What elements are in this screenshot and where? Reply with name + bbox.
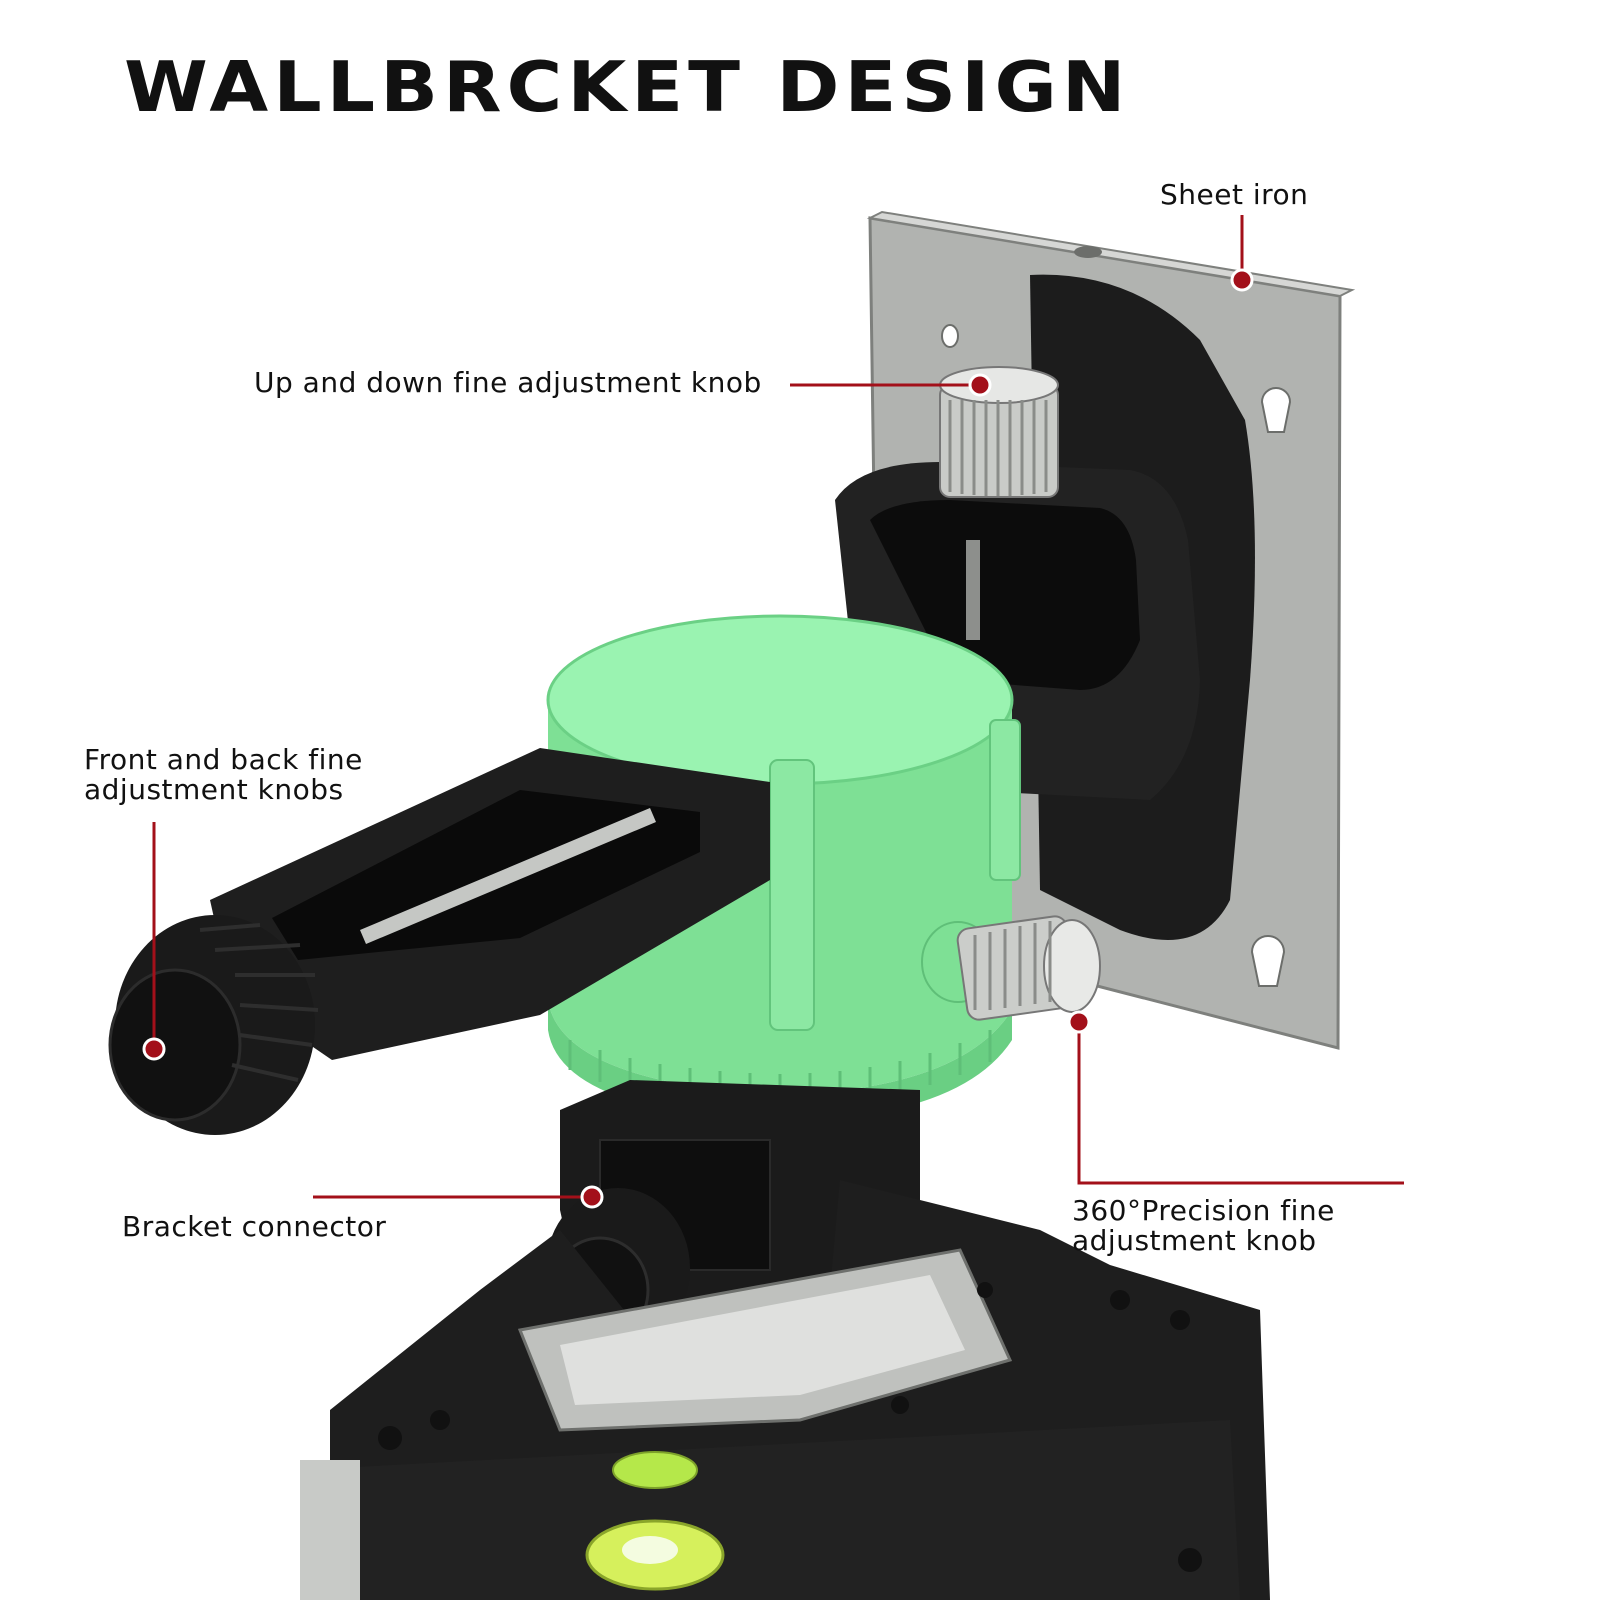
- callout-dots: [142, 268, 1254, 1209]
- callout-front-back-line-1: Front and back fine: [84, 743, 363, 776]
- leader-precision: [1077, 1023, 1404, 1185]
- mounting-hole-top: [1074, 246, 1102, 258]
- callout-bracket-connector: Bracket connector: [122, 1210, 387, 1243]
- callout-precision-knob: 360°Precision fine adjustment knob: [1072, 1196, 1335, 1256]
- callout-sheet-iron: Sheet iron: [1160, 178, 1309, 211]
- callout-front-back-knobs: Front and back fine adjustment knobs: [84, 745, 363, 805]
- page-title: WALLBRCKET DESIGN: [124, 45, 1131, 128]
- keyhole-slot-lower: [1250, 935, 1286, 987]
- callout-front-back-line-2: adjustment knobs: [84, 773, 344, 806]
- adjustment-screw: [966, 540, 980, 640]
- callout-up-down-knob: Up and down fine adjustment knob: [254, 366, 762, 399]
- callout-precision-line-1: 360°Precision fine: [1072, 1194, 1335, 1227]
- up-down-knob: [939, 366, 1059, 498]
- front-back-knob: [108, 915, 319, 1135]
- bubble-vial-upper: [612, 1451, 698, 1489]
- slide-arm: [210, 748, 770, 1060]
- callout-precision-line-2: adjustment knob: [1072, 1224, 1317, 1257]
- threaded-rod: [360, 808, 656, 944]
- precision-knob: [921, 915, 1101, 1021]
- laser-level-body: [300, 1180, 1270, 1600]
- keyhole-slot-upper: [1260, 387, 1292, 433]
- callout-leaders: [152, 215, 1404, 1199]
